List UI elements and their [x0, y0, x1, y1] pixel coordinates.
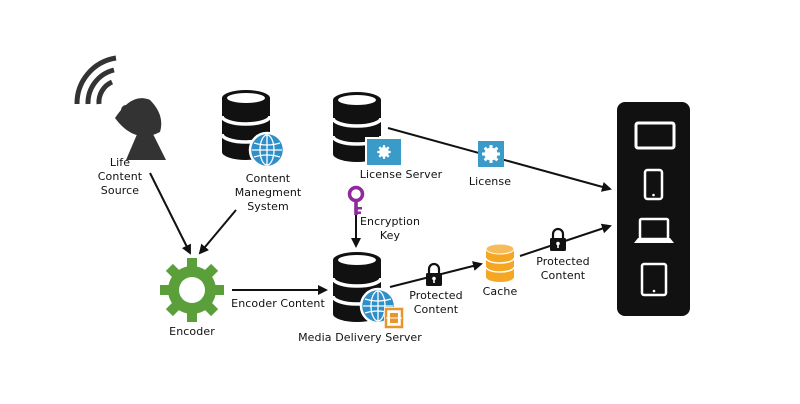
monitor-icon: [634, 121, 676, 150]
license-badge-icon: [478, 141, 504, 167]
encryption-key-label: Encryption Key: [359, 215, 421, 242]
devices-panel-icon: [617, 102, 690, 316]
edge-source-encoder: [149, 172, 191, 255]
key-icon: [347, 185, 365, 215]
source-label: Life Content Source: [97, 156, 143, 197]
database-globe-film-icon: [331, 250, 404, 329]
cylinder-icon: [485, 243, 515, 282]
protected-content-label-1: Protected Content: [409, 289, 463, 316]
tablet-icon: [640, 262, 668, 297]
database-icon: [331, 90, 403, 167]
lock-icon-protected-1: [424, 262, 444, 288]
license-server-label: License Server: [359, 168, 443, 181]
lock-icon-protected-2: [548, 227, 568, 253]
media-server-label: Media Delivery Server: [298, 331, 422, 344]
edge-cms-encoder: [198, 209, 237, 255]
database-globe-icon: [220, 88, 286, 169]
laptop-icon: [634, 217, 674, 243]
gear-icon: [160, 258, 224, 322]
satellite-dish-icon: [74, 55, 166, 160]
protected-content-label-2: Protected Content: [536, 255, 590, 282]
license-edge-label: License: [468, 175, 512, 188]
encoder-content-label: Encoder Content: [231, 297, 325, 310]
film-icon: [384, 307, 404, 329]
encoder-label: Encoder: [169, 325, 215, 338]
cache-label: Cache: [482, 285, 518, 298]
phone-icon: [643, 168, 664, 201]
cms-label: Content Manegment System: [234, 172, 302, 213]
